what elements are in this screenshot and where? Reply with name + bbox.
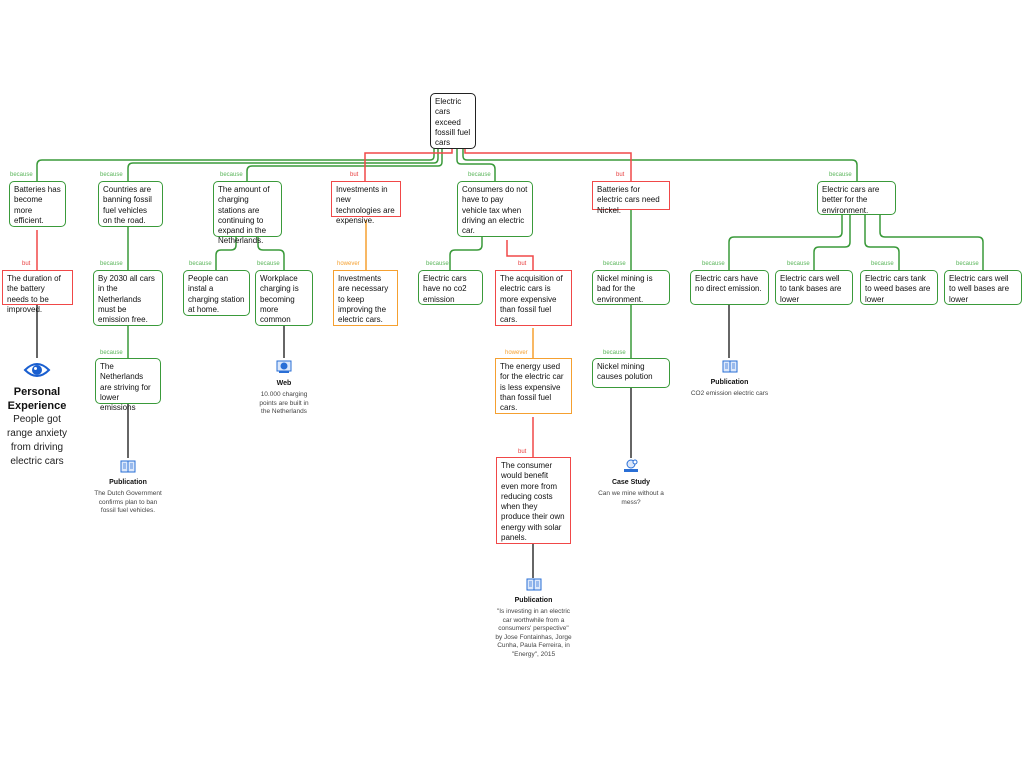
relation-label: because (220, 172, 243, 178)
source-text: People got range anxiety from driving el… (6, 414, 68, 467)
source-text: CO2 emission electric cars (690, 390, 769, 397)
reason-node[interactable]: Electric cars well to well bases are low… (944, 270, 1022, 305)
reason-node[interactable]: Electric cars are better for the environ… (817, 181, 896, 215)
source-title: Publication (109, 478, 147, 486)
source-title: Publication (710, 378, 749, 386)
source-text: 10.000 charging points are built in the … (259, 391, 309, 415)
relation-label: but (518, 449, 527, 455)
reason-node[interactable]: Workplace charging is becoming more comm… (255, 270, 313, 326)
personal-experience-source[interactable]: Personal Experience People got range anx… (2, 360, 72, 469)
source-title: Personal Experience (7, 386, 67, 412)
reason-node[interactable]: Electric cars well to tank bases are low… (775, 270, 853, 305)
relation-label: because (603, 350, 626, 356)
book-icon (120, 460, 136, 473)
relation-label: because (426, 261, 449, 267)
relation-label: because (10, 172, 33, 178)
reason-node[interactable]: By 2030 all cars in the Netherlands must… (93, 270, 163, 326)
case-study-source[interactable]: Case Study Can we mine without a mess? (592, 458, 670, 507)
relation-label: but (22, 261, 31, 267)
reason-node[interactable]: The amount of charging stations are cont… (213, 181, 282, 245)
relation-label: because (829, 172, 852, 178)
publication-source[interactable]: Publication CO2 emission electric cars (690, 360, 769, 399)
relation-label: because (100, 350, 123, 356)
publication-source[interactable]: Publication "Is investing in an electric… (495, 578, 572, 659)
relation-label: because (603, 261, 626, 267)
relation-label: however (505, 350, 528, 356)
relation-label: but (518, 261, 527, 267)
web-monitor-icon (276, 360, 292, 373)
reason-node[interactable]: The Netherlands are striving for lower e… (95, 358, 161, 412)
relation-label: because (257, 261, 280, 267)
rebuttal-node[interactable]: The energy used for the electric car is … (495, 358, 572, 414)
reason-node[interactable]: Electric cars have no co2 emission (418, 270, 483, 305)
relation-label: because (787, 261, 810, 267)
reason-node[interactable]: Countries are banning fossil fuel vehicl… (98, 181, 163, 227)
source-title: Publication (514, 596, 553, 604)
source-title: Web (276, 379, 292, 387)
rebuttal-node[interactable]: Investments are necessary to keep improv… (333, 270, 398, 326)
source-text: "Is investing in an electric car worthwh… (495, 608, 572, 658)
reason-node[interactable]: Electric cars have no direct emission. (690, 270, 769, 305)
reason-node[interactable]: Batteries has become more efficient. (9, 181, 66, 227)
relation-label: because (702, 261, 725, 267)
relation-label: because (100, 172, 123, 178)
relation-label: because (956, 261, 979, 267)
reason-node[interactable]: Nickel mining is bad for the environment… (592, 270, 670, 305)
book-icon (526, 578, 541, 591)
source-title: Case Study (611, 478, 651, 486)
book-icon (722, 360, 737, 373)
relation-label: however (337, 261, 360, 267)
objection-node[interactable]: The duration of the battery needs to be … (2, 270, 73, 314)
objection-node[interactable]: Investments in new technologies are expe… (331, 181, 401, 225)
relation-label: because (468, 172, 491, 178)
reason-node[interactable]: People can instal a charging station at … (183, 270, 250, 316)
eye-icon (23, 363, 51, 377)
source-text: The Dutch Government confirms plan to ba… (94, 490, 162, 514)
publication-source[interactable]: Publication The Dutch Government confirm… (93, 460, 163, 516)
relation-label: but (350, 172, 359, 178)
reason-node[interactable]: Electric cars tank to weed bases are low… (860, 270, 938, 305)
objection-node[interactable]: The consumer would benefit even more fro… (496, 457, 571, 544)
reason-node[interactable]: Consumers do not have to pay vehicle tax… (457, 181, 533, 237)
objection-node[interactable]: Batteries for electric cars need Nickel. (592, 181, 670, 215)
relation-label: but (616, 172, 625, 178)
objection-node[interactable]: The acquisition of electric cars is more… (495, 270, 572, 326)
relation-label: because (100, 261, 123, 267)
reason-node[interactable]: Nickel mining causes polution (592, 358, 670, 388)
source-text: Can we mine without a mess? (598, 490, 664, 506)
case-study-icon (624, 459, 638, 472)
web-source[interactable]: Web 10.000 charging points are built in … (255, 360, 313, 417)
root-claim[interactable]: Electric cars exceed fossill fuel cars (430, 93, 476, 149)
relation-label: because (189, 261, 212, 267)
relation-label: because (871, 261, 894, 267)
